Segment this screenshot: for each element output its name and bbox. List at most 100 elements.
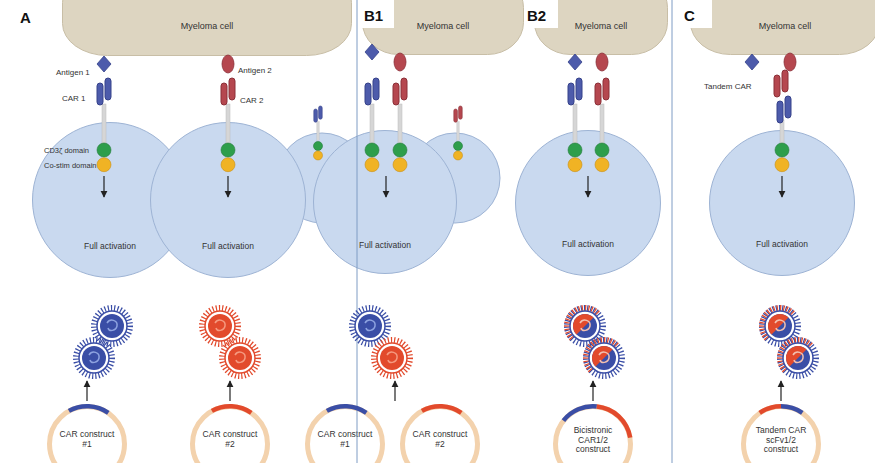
cell-label: Myeloma cell xyxy=(375,21,511,31)
vector-spikes xyxy=(762,308,793,339)
scfv-chain xyxy=(373,78,379,100)
plasmid-construct: CAR construct #1 xyxy=(47,404,127,463)
vector-spikes xyxy=(586,340,622,376)
costim-domain xyxy=(314,151,323,160)
vector-genome xyxy=(599,352,609,362)
vector-spikes xyxy=(780,340,816,376)
car-label: CAR 2 xyxy=(240,96,264,105)
cd3z-domain xyxy=(393,143,407,157)
label-box xyxy=(8,2,58,34)
scfv-chain xyxy=(401,78,407,100)
cell-label: Myeloma cell xyxy=(705,21,865,31)
car-insert xyxy=(68,404,110,415)
car-receptor xyxy=(365,78,379,144)
car-insert xyxy=(781,404,804,415)
node-outline xyxy=(313,130,457,274)
cell-label: Myeloma cell xyxy=(85,21,329,31)
vector-spikes xyxy=(202,308,238,344)
vector-envelope xyxy=(225,343,255,373)
costim-domain xyxy=(221,158,235,172)
node-outline xyxy=(709,130,855,276)
costim-domain xyxy=(454,151,463,160)
myeloma-body xyxy=(535,0,668,55)
scfv-chain xyxy=(785,96,791,118)
vector-genome xyxy=(580,320,590,330)
vector-envelope xyxy=(205,311,235,341)
label-box xyxy=(360,0,394,28)
costim-domain xyxy=(568,158,582,172)
antigen-2 xyxy=(394,53,406,71)
cell-label: Full activation xyxy=(44,242,175,252)
scfv-chain xyxy=(393,83,399,105)
antigen-1 xyxy=(568,54,582,70)
scfv-chain xyxy=(221,83,227,105)
viral-vector xyxy=(780,340,816,376)
scfv-chain xyxy=(459,106,463,119)
viral-vector xyxy=(222,340,258,376)
vector-envelope xyxy=(783,343,813,373)
label-box xyxy=(680,0,712,28)
vector-genome xyxy=(387,352,397,362)
vector-core xyxy=(592,346,612,366)
vector-spikes xyxy=(567,308,603,344)
myeloma-cell: Myeloma cell xyxy=(362,0,524,55)
vector-spikes xyxy=(76,340,112,376)
plasmid-construct: Bicistronic CAR1/2 construct xyxy=(553,404,633,463)
vector-spikes xyxy=(567,308,598,339)
cd3z-domain xyxy=(221,143,235,157)
car-insert xyxy=(421,404,463,415)
vector-core xyxy=(592,346,616,370)
plasmid-construct: CAR construct #2 xyxy=(190,404,270,463)
cd3z-domain xyxy=(454,142,463,151)
transduction-arrow xyxy=(780,381,781,401)
t-cell-body xyxy=(710,131,855,276)
node-outline xyxy=(515,130,661,276)
car-receptor xyxy=(774,70,788,97)
transduction-arrow xyxy=(229,381,230,401)
car-receptor xyxy=(314,106,322,140)
scfv-chain xyxy=(314,109,318,122)
car-hinge xyxy=(226,104,230,144)
activation-arrow xyxy=(781,176,782,197)
car-receptor xyxy=(595,78,609,144)
car-receptor xyxy=(454,106,462,140)
t-cell-body xyxy=(151,123,306,278)
scfv-chain xyxy=(595,83,601,105)
vector-spikes xyxy=(374,340,410,376)
scfv-chain xyxy=(568,83,574,105)
cd3z-domain xyxy=(365,143,379,157)
car-label: CAR 1 xyxy=(62,94,86,103)
panel-letter: A xyxy=(20,9,31,26)
vector-spikes xyxy=(352,308,388,344)
cell-label: Full activation xyxy=(162,242,293,252)
myeloma-body xyxy=(363,0,524,55)
cell-label: Full activation xyxy=(325,241,446,251)
cd3z-domain xyxy=(595,143,609,157)
viral-vector xyxy=(586,340,622,376)
plasmid-ring xyxy=(308,407,383,463)
vector-core xyxy=(380,346,404,370)
vector-core xyxy=(786,346,806,366)
antigen-2 xyxy=(596,53,608,71)
car-insert xyxy=(597,404,633,438)
cell-label: Full activation xyxy=(721,240,844,250)
transduction-arrow xyxy=(86,381,87,401)
car-hinge xyxy=(102,104,106,144)
vector-spikes xyxy=(222,340,258,376)
vector-envelope xyxy=(355,311,385,341)
vector-envelope xyxy=(589,343,619,373)
antigen-1 xyxy=(97,56,111,72)
vector-genome xyxy=(235,352,245,362)
car-hinge xyxy=(457,122,459,141)
construct-label: Bicistronic CAR1/2 construct xyxy=(565,426,621,455)
plasmid-ring xyxy=(744,407,819,463)
antigen-2 xyxy=(222,55,234,73)
scfv-chain xyxy=(97,83,103,105)
vector-spikes xyxy=(780,340,811,371)
car-hinge xyxy=(317,122,319,141)
scfv-chain xyxy=(603,78,609,100)
myeloma-cell: Myeloma cell xyxy=(534,0,668,55)
car-hinge xyxy=(573,104,577,144)
car-receptor xyxy=(568,78,582,144)
panel-divider xyxy=(672,0,673,463)
